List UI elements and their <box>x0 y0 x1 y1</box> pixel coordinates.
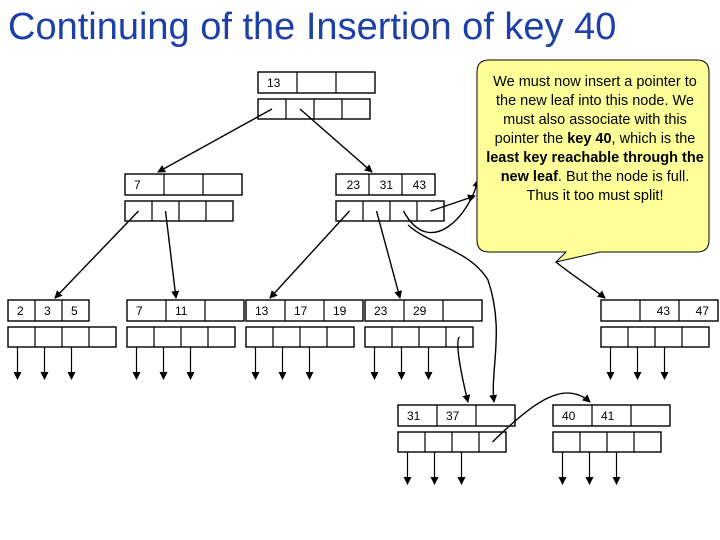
node-left: 7 <box>124 173 243 222</box>
key-row <box>257 71 376 94</box>
key-row <box>126 299 245 322</box>
node-root: 13 <box>257 71 376 120</box>
key-row <box>7 299 90 322</box>
node-leaf-b: 7 11 <box>126 299 245 348</box>
node-key: 40 <box>562 409 576 423</box>
node-key: 31 <box>380 178 394 192</box>
callout-part-3: . But the node is full. Thus it too must… <box>526 169 690 204</box>
link-leaf-d-leaf-f <box>457 336 471 403</box>
key-row <box>397 404 516 427</box>
link-root-right <box>299 108 373 173</box>
node-key: 17 <box>294 304 308 318</box>
node-key: 13 <box>255 304 269 318</box>
node-key: 43 <box>413 178 427 192</box>
callout-part-2: , which is the <box>611 131 696 147</box>
node-key: 43 <box>657 304 671 318</box>
link-right-new-leaf <box>407 224 498 403</box>
callout-text: We must now insert a pointer to the new … <box>484 73 706 206</box>
link-left-leaf-a <box>54 210 140 299</box>
node-leaf-e: 43 47 <box>600 299 719 348</box>
callout-shape <box>476 59 710 263</box>
node-leaf-d: 23 29 <box>364 299 483 348</box>
key-row <box>552 404 671 427</box>
node-key: 47 <box>696 304 710 318</box>
link-callout-leaf-e <box>555 261 606 299</box>
node-key: 7 <box>134 178 141 192</box>
node-key: 19 <box>333 304 347 318</box>
node-leaf-g: 40 41 <box>552 404 671 453</box>
node-key: 5 <box>71 304 78 318</box>
link-leaf-f-leaf-g <box>492 392 591 443</box>
link-right-leaf-d <box>375 210 403 299</box>
node-key: 23 <box>347 178 361 192</box>
node-key: 31 <box>407 409 421 423</box>
key-row <box>600 299 719 322</box>
callout-key-40: key 40 <box>567 131 612 147</box>
node-key: 37 <box>446 409 460 423</box>
link-right-leaf-e <box>430 194 476 212</box>
node-key: 11 <box>175 304 188 318</box>
slide-title: Continuing of the Insertion of key 40 <box>8 6 617 48</box>
callout-least-key: least key reachable through the new leaf <box>486 150 704 185</box>
node-leaf-c: 13 17 19 <box>245 299 364 348</box>
link-right-leaf-c <box>269 210 351 299</box>
key-row <box>245 299 364 322</box>
key-row <box>364 299 483 322</box>
node-key: 13 <box>267 76 281 90</box>
node-right: 23 31 43 <box>335 173 445 222</box>
node-leaf-f: 31 37 <box>397 404 516 453</box>
callout-part-1: We must now insert a pointer to the new … <box>493 74 697 147</box>
node-leaf-a: 2 3 5 <box>7 299 117 348</box>
node-key: 2 <box>17 304 24 318</box>
link-left-leaf-b <box>164 210 180 299</box>
node-key: 29 <box>413 304 427 318</box>
node-key: 41 <box>601 409 615 423</box>
node-key: 3 <box>44 304 51 318</box>
key-row <box>124 173 243 196</box>
node-key: 7 <box>136 304 143 318</box>
link-root-left <box>157 108 273 173</box>
node-key: 23 <box>374 304 388 318</box>
key-row <box>335 173 436 196</box>
link-right-leaf-f <box>402 179 481 234</box>
